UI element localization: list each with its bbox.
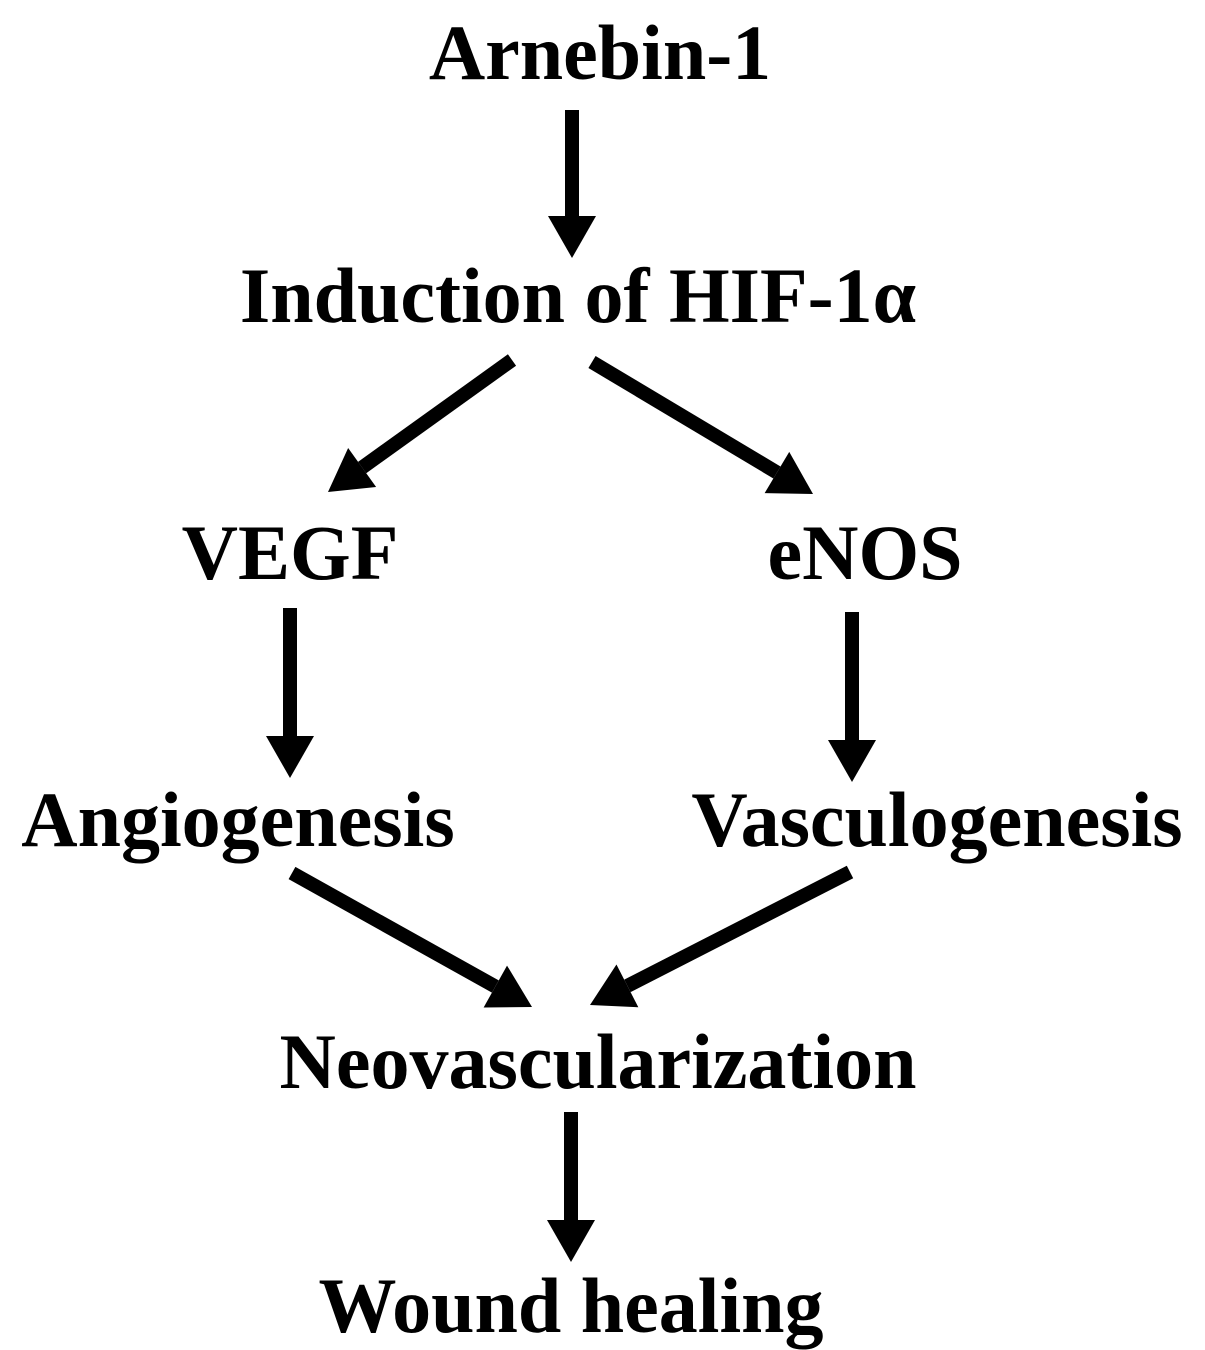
arrow-angiogenesis-to-neovascularization <box>288 866 532 1008</box>
arrow-vegf-to-angiogenesis <box>266 608 314 778</box>
arrow-neovascularization-to-wound-healing <box>547 1112 595 1262</box>
node-angiogenesis: Angiogenesis <box>21 776 455 863</box>
node-induction-hif1a: Induction of HIF-1α <box>239 252 917 339</box>
node-wound-healing: Wound healing <box>318 1262 824 1349</box>
arrow-induction-hif1a-to-vegf <box>328 354 517 492</box>
arrow-vasculogenesis-to-neovascularization <box>590 865 854 1008</box>
arrow-arnebin-1-to-induction-hif1a <box>548 110 596 258</box>
arrow-enos-to-vasculogenesis <box>828 612 876 782</box>
node-vasculogenesis: Vasculogenesis <box>691 776 1183 863</box>
node-arnebin-1: Arnebin-1 <box>428 9 772 96</box>
node-vegf: VEGF <box>181 509 399 596</box>
node-neovascularization: Neovascularization <box>279 1018 917 1105</box>
arrow-induction-hif1a-to-enos <box>588 355 813 494</box>
node-enos: eNOS <box>767 509 963 596</box>
